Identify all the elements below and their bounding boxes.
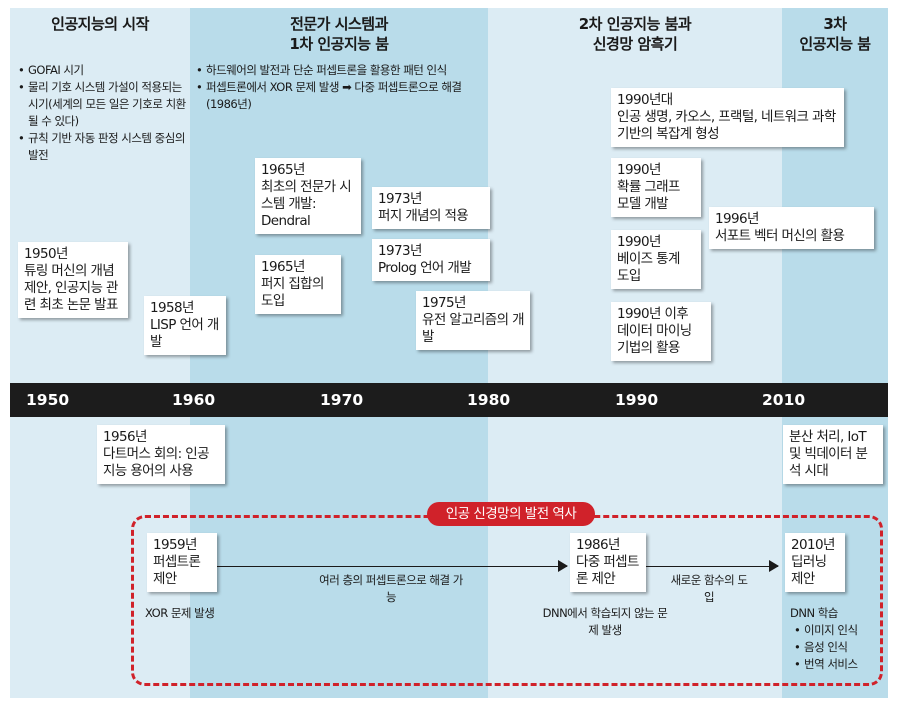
event-text: Prolog 언어 개발 xyxy=(378,260,472,276)
year-label: 2010 xyxy=(762,391,806,409)
nn-arrow-1 xyxy=(217,560,568,572)
year-label: 1980 xyxy=(467,391,511,409)
event-text: 유전 알고리즘의 개발 xyxy=(422,312,525,345)
neural-net-history-frame xyxy=(131,515,883,686)
event-text: 딥러닝 제안 xyxy=(791,554,827,587)
event-year: 1973년 xyxy=(378,243,422,259)
era2-bullet: 퍼셉트론에서 XOR 문제 발생 ➡ 다중 퍼셉트론으로 해결(1986년) xyxy=(196,79,486,113)
nn-arrow-2-note: 새로운 함수의 도입 xyxy=(670,573,748,604)
event-box-2010-bigdata: 분산 처리, IoT 및 빅데이터 분석 시대 xyxy=(783,425,883,484)
era-title-1: 인공지능의 시작 xyxy=(51,15,149,33)
event-year: 1990년대 xyxy=(617,92,673,108)
nn-note-1986: DNN에서 학습되지 않는 문제 발생 xyxy=(542,606,668,637)
era2-bullet-list: 하드웨어의 발전과 단순 퍼셉트론을 활용한 패턴 인식 퍼셉트론에서 XOR … xyxy=(196,62,486,113)
event-year: 2010년 xyxy=(791,537,835,553)
nn-arrow-2 xyxy=(646,560,779,572)
era-band-2 xyxy=(190,8,488,698)
year-label: 1950 xyxy=(26,391,70,409)
year-label: 1990 xyxy=(615,391,659,409)
dnn-item-list: 이미지 인식 음성 인식 번역 서비스 xyxy=(794,622,880,673)
neural-net-history-title: 인공 신경망의 발전 역사 xyxy=(427,502,595,526)
dnn-item: 번역 서비스 xyxy=(794,656,880,673)
era1-bullet-list: GOFAI 시기 물리 기호 시스템 가설이 적용되는 시기(세계의 모든 일은… xyxy=(18,62,186,164)
event-year: 1965년 xyxy=(261,162,305,178)
event-text: 확률 그래프 모델 개발 xyxy=(617,179,680,212)
nn-note-2010: DNN 학습 xyxy=(790,606,838,620)
era1-bullet: GOFAI 시기 xyxy=(18,62,186,79)
nn-note-1959: XOR 문제 발생 xyxy=(145,606,215,620)
year-label: 1970 xyxy=(320,391,364,409)
event-text: 서포트 벡터 머신의 활용 xyxy=(715,228,845,244)
event-text: LISP 언어 개발 xyxy=(150,317,219,350)
event-text: 데이터 마이닝 기법의 활용 xyxy=(617,323,692,356)
event-year: 1996년 xyxy=(715,211,759,227)
event-year: 1950년 xyxy=(24,246,68,262)
era1-bullet: 규칙 기반 자동 판정 시스템 중심의 발전 xyxy=(18,130,186,164)
event-text: 퍼지 개념의 적용 xyxy=(378,208,469,224)
event-year: 1959년 xyxy=(153,537,197,553)
era2-bullet: 하드웨어의 발전과 단순 퍼셉트론을 활용한 패턴 인식 xyxy=(196,62,486,79)
event-year: 1990년 xyxy=(617,234,661,250)
dnn-item: 음성 인식 xyxy=(794,639,880,656)
year-label: 1960 xyxy=(172,391,216,409)
event-text: 튜링 머신의 개념 제안, 인공지능 관련 최초 논문 발표 xyxy=(24,263,118,313)
era1-bullet: 물리 기호 시스템 가설이 적용되는 시기(세계의 모든 일은 기호로 치환될 … xyxy=(18,79,186,130)
timeline-axis xyxy=(10,383,888,417)
event-text: 다중 퍼셉트론 제안 xyxy=(576,554,639,587)
event-text: 최초의 전문가 시스템 개발: Dendral xyxy=(261,179,352,229)
dnn-item: 이미지 인식 xyxy=(794,622,880,639)
event-year: 1973년 xyxy=(378,191,422,207)
event-year: 1965년 xyxy=(261,259,305,275)
event-year: 1958년 xyxy=(150,300,194,316)
event-text: 인공 생명, 카오스, 프랙털, 네트워크 과학 기반의 복잡계 형성 xyxy=(617,109,836,142)
nn-arrow-1-note: 여러 층의 퍼셉트론으로 해결 가능 xyxy=(319,573,463,604)
event-year: 1986년 xyxy=(576,537,620,553)
event-text: 퍼지 집합의 도입 xyxy=(261,276,324,309)
event-text: 분산 처리, IoT 및 빅데이터 분석 시대 xyxy=(789,429,868,479)
event-text: 다트머스 회의: 인공지능 용어의 사용 xyxy=(103,446,210,479)
event-year: 1975년 xyxy=(422,295,466,311)
event-text: 퍼셉트론 제안 xyxy=(153,554,201,587)
event-year: 1956년 xyxy=(103,429,147,445)
event-year: 1990년 xyxy=(617,162,661,178)
event-text: 베이즈 통계 도입 xyxy=(617,251,680,284)
event-year: 1990년 이후 xyxy=(617,306,689,322)
